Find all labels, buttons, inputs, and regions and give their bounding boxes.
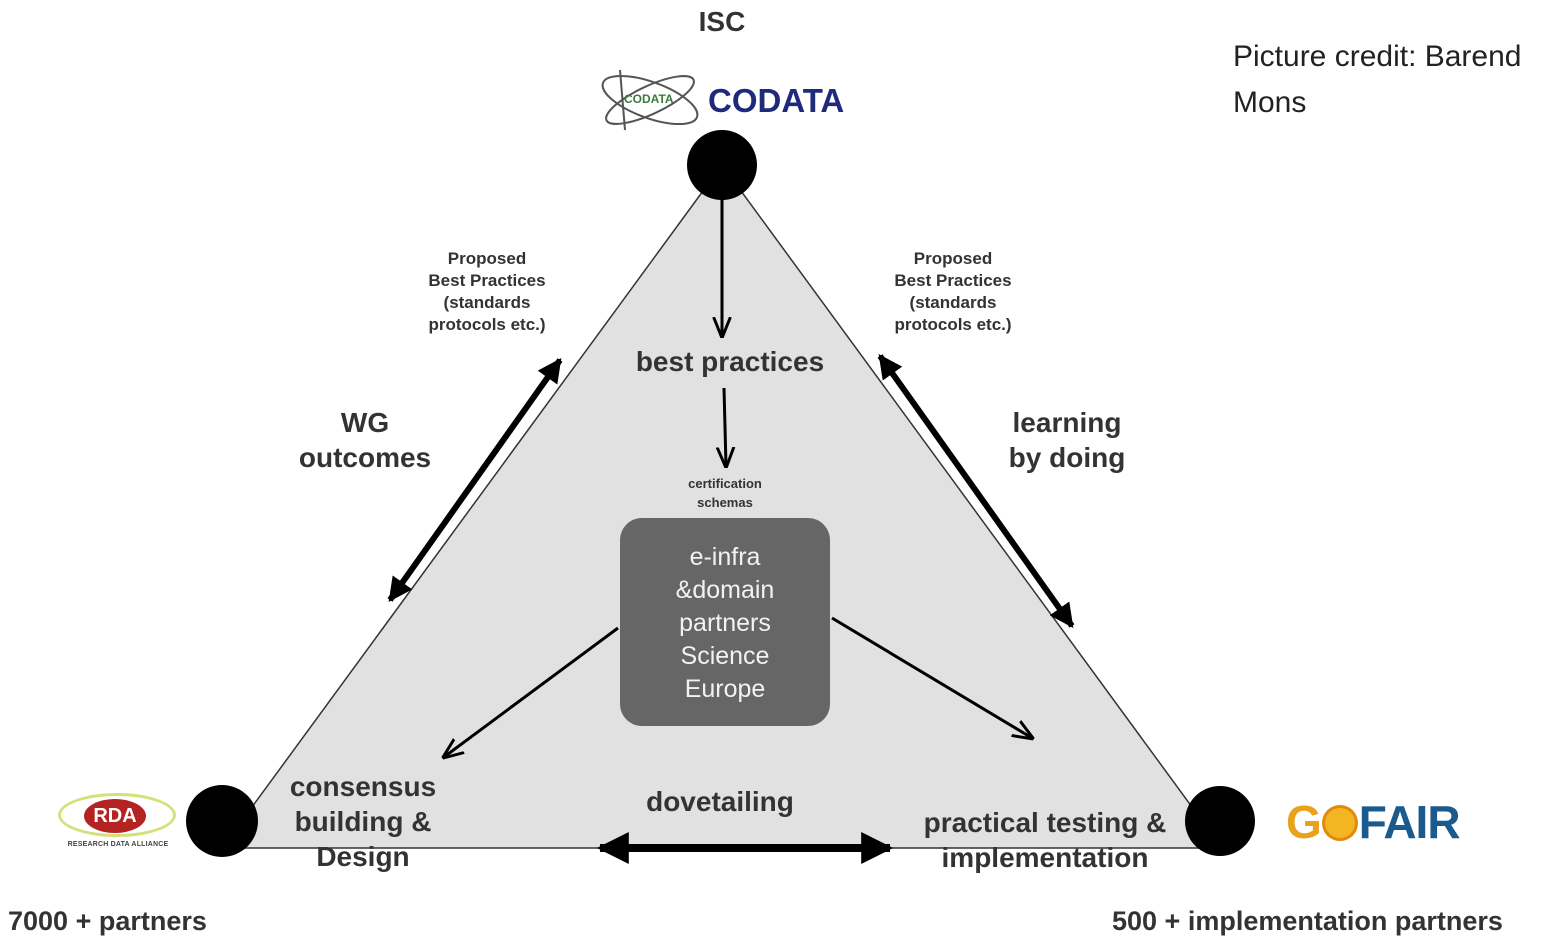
consensus-label: consensus building & Design [268,769,458,874]
center-box-line-1: e-infra [689,543,761,571]
node-gofair [1185,786,1255,856]
proposed-left-line-2: Best Practices [428,271,546,290]
center-box-line-2: &domain [675,576,775,604]
certification-schemas-label: certification schemas [660,474,790,512]
gofair-fair: FAIR [1358,796,1461,848]
certification-line-1: certification [688,476,762,491]
picture-credit: Picture credit: Barend Mons [1233,34,1521,126]
consensus-line-1: consensus [289,771,437,802]
arrow-learning-by-doing [877,354,1075,628]
center-box-line-5: Europe [684,675,766,703]
credit-line-1: Picture credit: Barend [1233,40,1522,73]
arrow-wg-outcomes [387,358,563,602]
practical-label: practical testing & implementation [905,805,1185,875]
rda-badge: RDA [84,799,146,833]
arrow-box-to-consensus [444,626,619,757]
credit-line-2: Mons [1233,86,1307,119]
center-box-line-4: Science [680,642,770,670]
gofair-logo: G FAIR [1286,796,1461,848]
dovetailing-label: dovetailing [646,786,794,817]
proposed-left-line-1: Proposed [447,249,527,268]
codata-logo-text: CODATA [708,82,845,119]
right-partners-label: 500 + implementation partners [1112,906,1503,936]
globe-icon [1321,805,1358,841]
proposed-right-line-4: protocols etc.) [894,315,1012,334]
learning-line-1: learning [1012,407,1122,438]
wg-outcomes-line-2: outcomes [298,442,432,473]
rda-logo: RDA RESEARCH DATA ALLIANCE [54,793,182,857]
proposed-right-line-3: (standards [909,293,997,312]
learning-line-2: by doing [1008,442,1126,473]
wg-outcomes-line-1: WG [340,407,390,438]
codata-logo-small-text: CODATA [624,92,674,106]
consensus-line-2: building & [294,806,432,837]
proposed-right-line-2: Best Practices [894,271,1012,290]
codata-orbit-logo [601,69,699,131]
center-box-line-3: partners [679,609,771,637]
proposed-left-line-4: protocols etc.) [428,315,546,334]
best-practices-label: best practices [635,346,825,377]
gofair-g: G [1286,796,1322,848]
proposed-right: Proposed Best Practices (standards proto… [873,248,1033,336]
arrow-box-to-practical [831,616,1032,738]
proposed-left: Proposed Best Practices (standards proto… [407,248,567,336]
learning-by-doing-label: learning by doing [992,405,1142,475]
center-partners-box: e-infra &domain partners Science Europe [620,518,830,726]
proposed-left-line-3: (standards [443,293,531,312]
proposed-right-line-1: Proposed [913,249,993,268]
practical-line-1: practical testing & [923,807,1167,838]
wg-outcomes-label: WG outcomes [285,405,445,475]
consensus-line-3: Design [316,841,410,872]
node-rda [186,785,258,857]
node-codata [687,130,757,200]
certification-line-2: schemas [697,495,753,510]
arrow-best-practices-to-certification [724,387,726,466]
top-org-label: ISC [698,6,746,37]
rda-ring-icon [58,793,176,837]
rda-subtitle: RESEARCH DATA ALLIANCE [67,841,169,848]
left-partners-label: 7000 + partners [8,906,207,936]
practical-line-2: implementation [941,842,1149,873]
